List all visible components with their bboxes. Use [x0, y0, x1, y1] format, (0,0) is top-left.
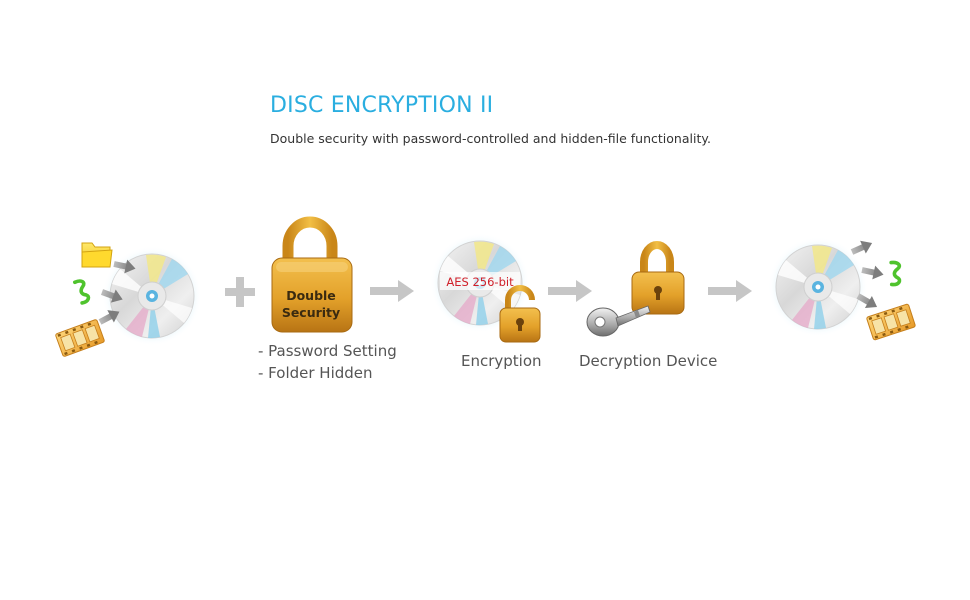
- page-subtitle: Double security with password-controlled…: [270, 131, 711, 146]
- aes-label: AES 256-bit: [446, 275, 514, 289]
- folder-icon: [81, 242, 113, 268]
- padlock-icon: [631, 241, 685, 315]
- badge-line-1: Double: [286, 288, 336, 303]
- arrow-right-icon: [708, 280, 752, 302]
- page-title: DISC ENCRYPTION II: [270, 93, 494, 118]
- music-note-icon: [886, 260, 904, 288]
- decryption-device: [586, 241, 685, 337]
- badge-line-2: Security: [282, 305, 340, 320]
- key-icon: [586, 305, 651, 337]
- padlock-icon: [271, 216, 353, 333]
- output-disc-group: [767, 236, 917, 341]
- open-padlock-icon: [499, 285, 541, 343]
- encrypted-disc-group: AES 256-bit: [429, 232, 541, 343]
- film-strip-icon: [54, 318, 106, 358]
- film-strip-icon: [865, 303, 917, 341]
- double-security-lock: Double Security: [271, 216, 353, 333]
- feature-item: - Folder Hidden: [258, 364, 373, 382]
- lock-feature-list: - Password Setting - Folder Hidden: [258, 340, 397, 384]
- encryption-caption: Encryption: [461, 352, 542, 370]
- source-disc-group: [54, 242, 203, 358]
- music-note-icon: [72, 278, 91, 306]
- arrow-right-icon: [548, 280, 592, 302]
- plus-icon: [225, 277, 255, 307]
- arrow-right-icon: [370, 280, 414, 302]
- decryption-caption: Decryption Device: [579, 352, 718, 370]
- feature-item: - Password Setting: [258, 342, 397, 360]
